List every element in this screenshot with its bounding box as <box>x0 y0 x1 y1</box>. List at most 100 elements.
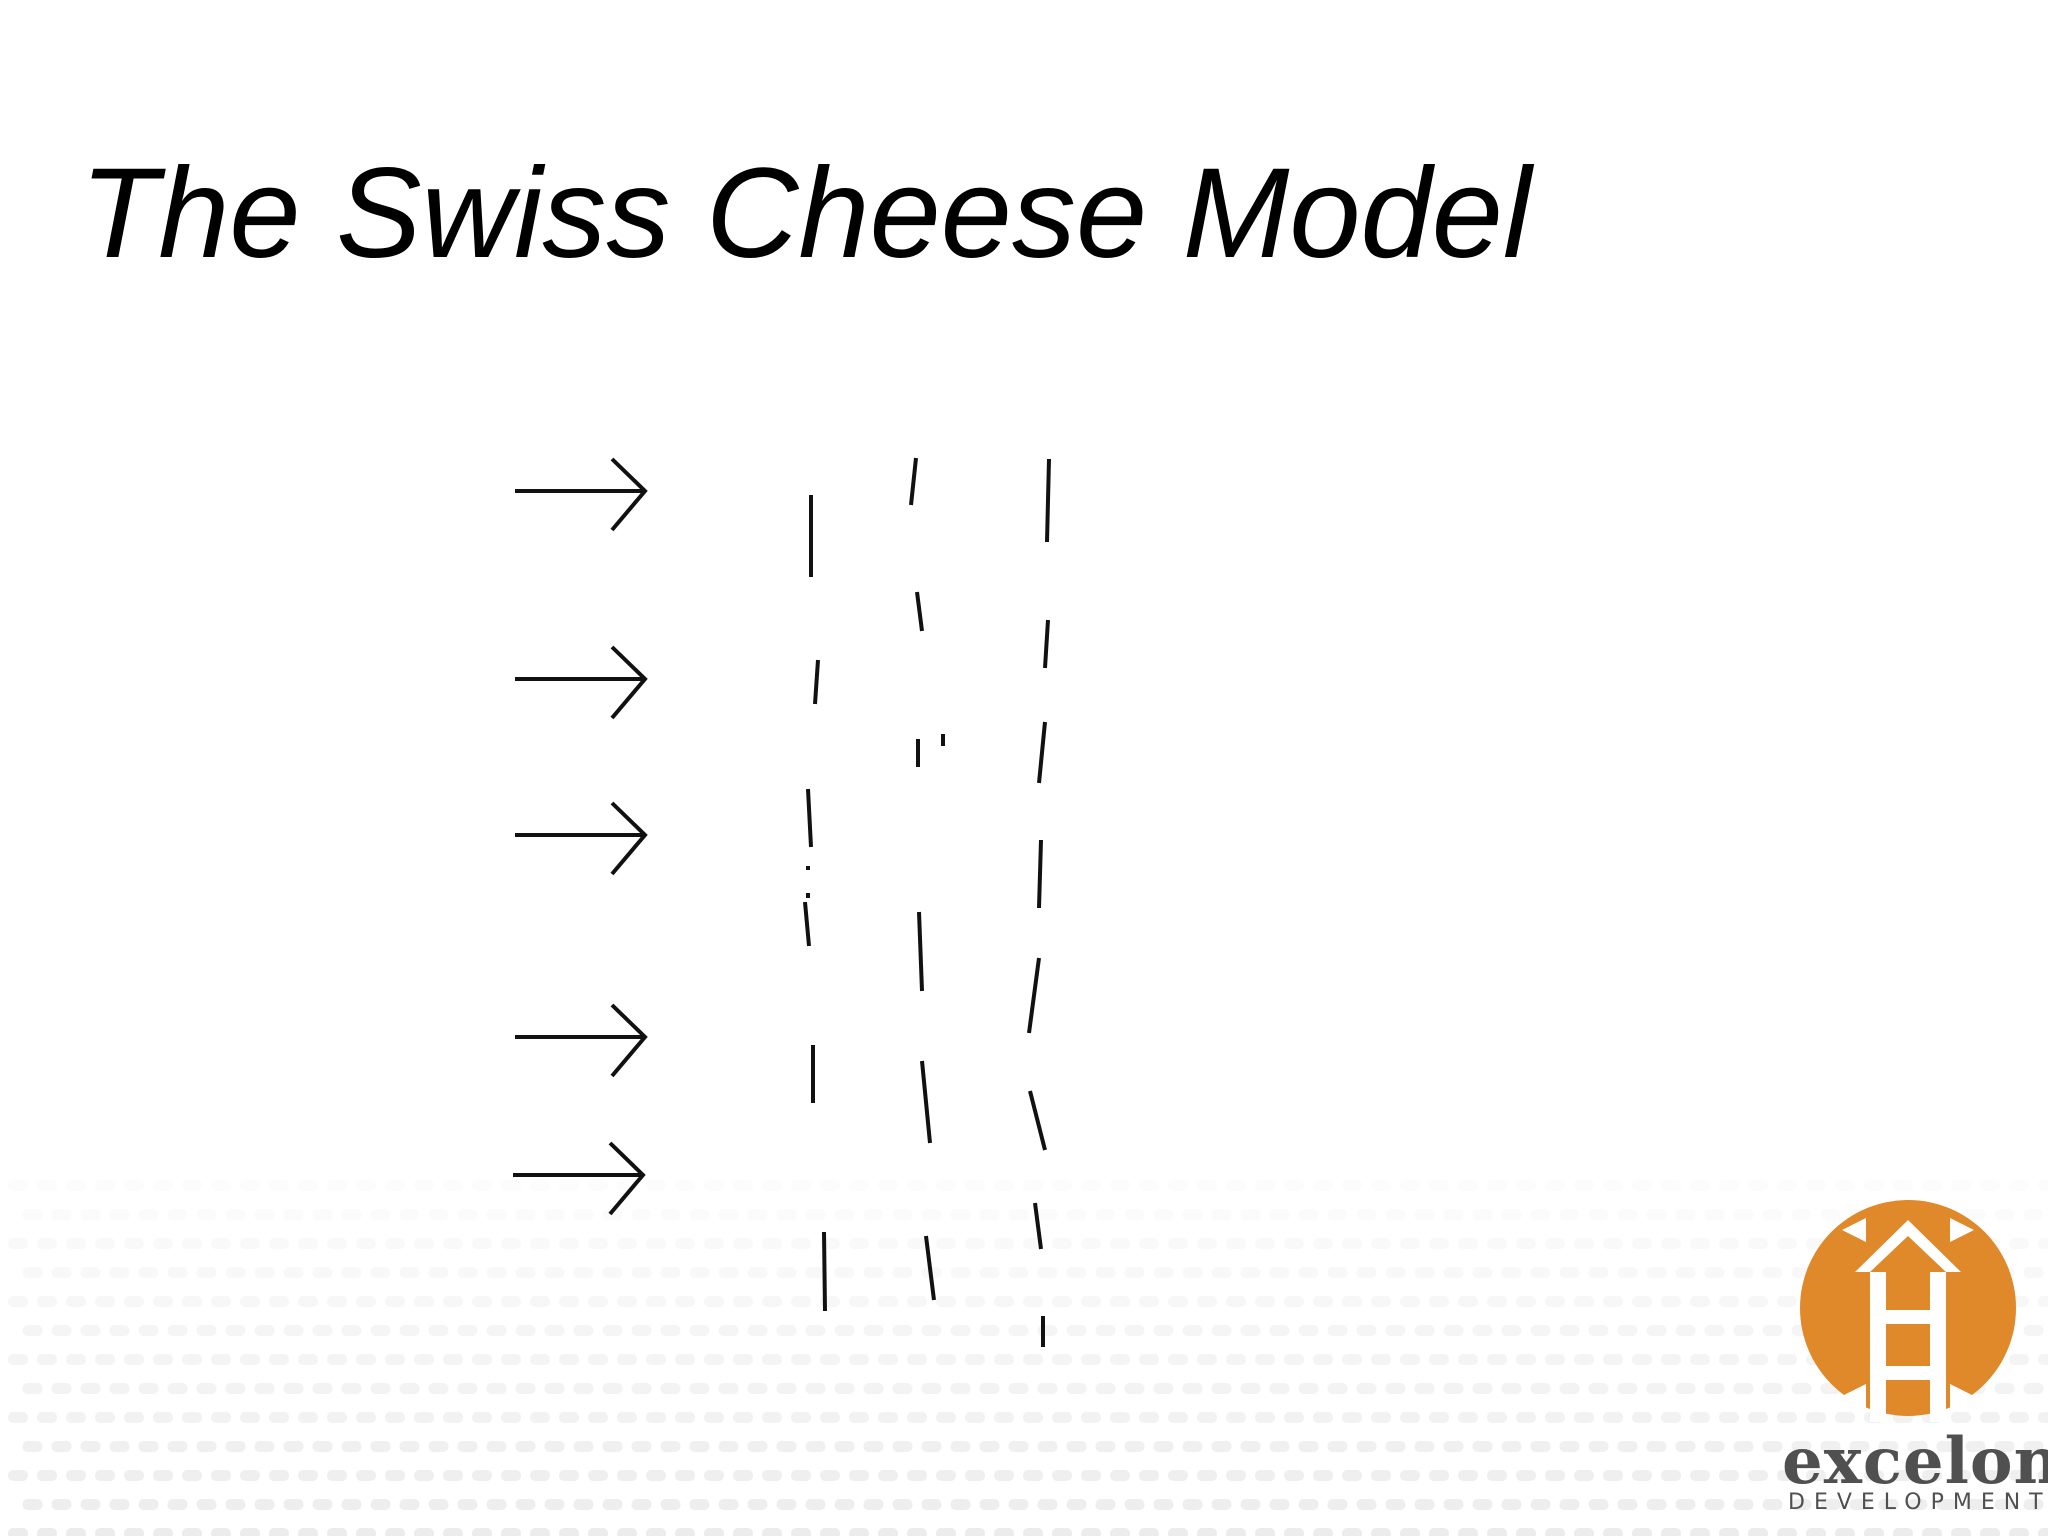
background-dot <box>689 1209 710 1220</box>
background-dot <box>950 1383 971 1394</box>
background-dot <box>994 1296 1014 1307</box>
background-dot <box>2009 1412 2029 1423</box>
background-dot <box>660 1499 681 1510</box>
background-dot <box>1211 1441 1232 1452</box>
background-dot <box>472 1296 492 1307</box>
background-dot <box>486 1499 507 1510</box>
background-dot <box>1472 1499 1493 1510</box>
background-dot <box>51 1383 72 1394</box>
background-dot <box>1153 1325 1174 1336</box>
background-dot <box>1922 1528 1942 1536</box>
background-dot <box>1951 1412 1971 1423</box>
background-dot <box>1240 1267 1261 1278</box>
background-dot <box>66 1296 86 1307</box>
background-dot <box>1704 1441 1725 1452</box>
background-dot <box>1617 1499 1638 1510</box>
background-dot <box>457 1267 478 1278</box>
background-dot <box>1661 1238 1681 1249</box>
background-dot <box>225 1383 246 1394</box>
hazard-arrows <box>513 457 648 1216</box>
background-dot <box>1298 1325 1319 1336</box>
background-dot <box>1472 1209 1493 1220</box>
background-dot <box>733 1412 753 1423</box>
background-dot <box>1588 1267 1609 1278</box>
background-dot <box>689 1499 710 1510</box>
background-dot <box>124 1470 144 1481</box>
background-dot <box>559 1180 579 1191</box>
background-dot <box>356 1296 376 1307</box>
background-dot <box>617 1238 637 1249</box>
background-dot <box>443 1528 463 1536</box>
background-dot <box>1124 1267 1145 1278</box>
background-dot <box>762 1354 782 1365</box>
background-dot <box>515 1441 536 1452</box>
background-dot <box>1501 1209 1522 1220</box>
background-dot <box>240 1180 260 1191</box>
background-dot <box>1226 1470 1246 1481</box>
background-dot <box>182 1180 202 1191</box>
background-dot <box>428 1499 449 1510</box>
background-dot <box>138 1499 159 1510</box>
background-dot <box>1733 1267 1754 1278</box>
background-dot <box>1023 1528 1043 1536</box>
background-dot <box>907 1238 927 1249</box>
background-dot <box>1820 1499 1841 1510</box>
background-dot <box>530 1296 550 1307</box>
background-dot <box>1777 1470 1797 1481</box>
background-dot <box>646 1470 666 1481</box>
background-dot <box>1168 1180 1188 1191</box>
background-dot <box>211 1238 231 1249</box>
background-dot <box>283 1441 304 1452</box>
background-dot <box>1255 1238 1275 1249</box>
background-dot <box>182 1238 202 1249</box>
background-dot <box>8 1296 28 1307</box>
background-dot <box>269 1528 289 1536</box>
background-dot <box>1516 1296 1536 1307</box>
background-dot <box>327 1238 347 1249</box>
background-dot <box>515 1499 536 1510</box>
background-dot <box>675 1180 695 1191</box>
background-dot <box>1081 1528 1101 1536</box>
background-dot <box>341 1383 362 1394</box>
background-dot <box>1139 1354 1159 1365</box>
background-dot <box>791 1528 811 1536</box>
background-dot <box>95 1180 115 1191</box>
background-dot <box>109 1325 130 1336</box>
background-dot <box>1211 1209 1232 1220</box>
background-dot <box>66 1470 86 1481</box>
background-dot <box>1284 1470 1304 1481</box>
background-dot <box>2038 1528 2048 1536</box>
background-dot <box>1516 1528 1536 1536</box>
background-dot <box>1052 1354 1072 1365</box>
slide-title: The Swiss Cheese Model <box>80 142 1532 285</box>
background-dot <box>37 1296 57 1307</box>
background-dot <box>1690 1470 1710 1481</box>
background-dot <box>1661 1528 1681 1536</box>
background-dot <box>820 1180 840 1191</box>
background-dot <box>820 1354 840 1365</box>
background-dot <box>1690 1296 1710 1307</box>
background-dot <box>1704 1499 1725 1510</box>
background-dot <box>1414 1441 1435 1452</box>
background-dot <box>486 1325 507 1336</box>
background-dot <box>1646 1325 1667 1336</box>
background-dot <box>95 1412 115 1423</box>
background-dot <box>356 1412 376 1423</box>
background-dot <box>1095 1209 1116 1220</box>
background-dot <box>1603 1296 1623 1307</box>
background-dot <box>747 1441 768 1452</box>
background-dot <box>573 1267 594 1278</box>
background-dot <box>515 1383 536 1394</box>
background-dot <box>878 1180 898 1191</box>
background-dot <box>1226 1354 1246 1365</box>
background-dot <box>1559 1209 1580 1220</box>
background-dot <box>1139 1470 1159 1481</box>
background-dot <box>109 1209 130 1220</box>
background-dot <box>1168 1296 1188 1307</box>
background-dot <box>1458 1470 1478 1481</box>
background-dot <box>283 1267 304 1278</box>
background-dot <box>1574 1296 1594 1307</box>
background-dot <box>1153 1499 1174 1510</box>
background-dot <box>950 1325 971 1336</box>
background-dot <box>356 1470 376 1481</box>
